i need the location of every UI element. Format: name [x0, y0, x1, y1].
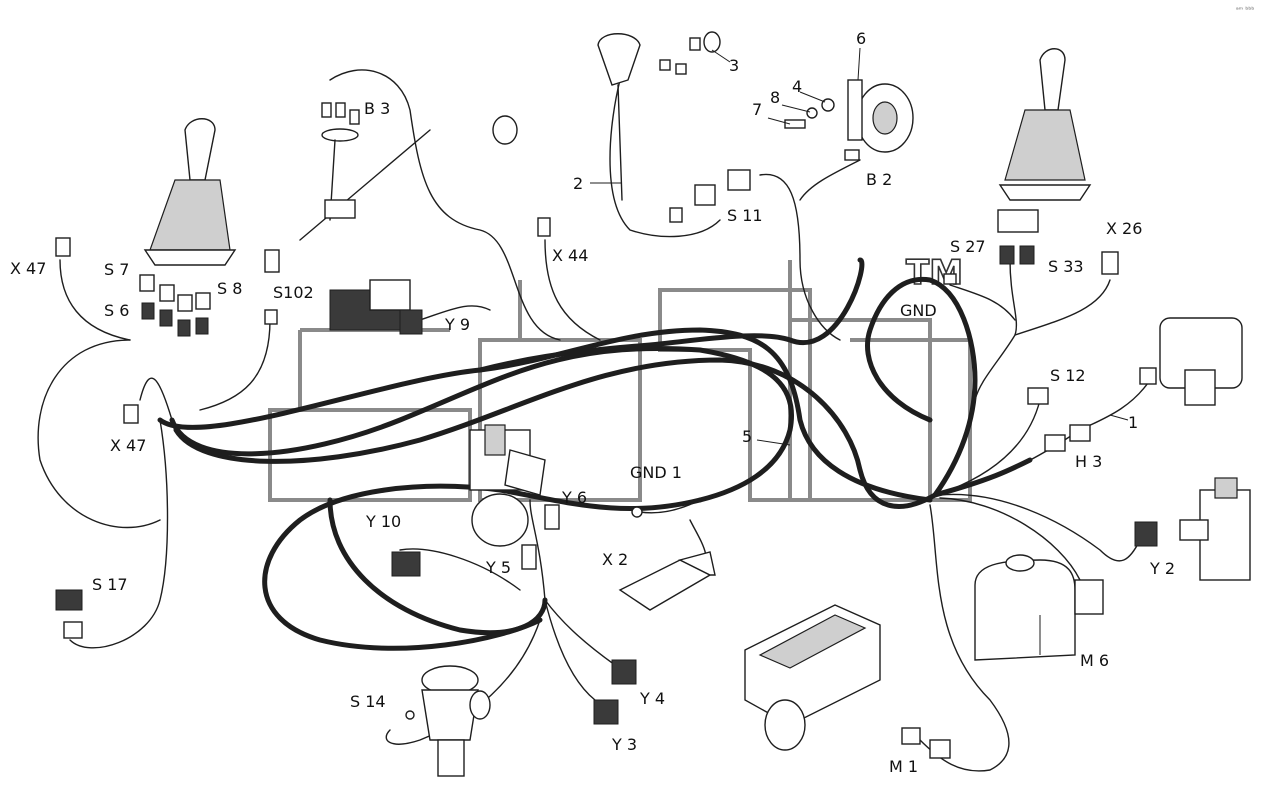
label-gnd1: GND 1 [630, 463, 682, 482]
x26-connector [1101, 251, 1119, 275]
label-1: 1 [1128, 413, 1138, 432]
label-b3: B 3 [364, 99, 390, 118]
tank-m6 [974, 554, 1104, 661]
label-x44: X 44 [552, 246, 588, 265]
label-6: 6 [856, 29, 866, 48]
s12-connector [1027, 387, 1049, 405]
label-5: 5 [742, 427, 752, 446]
label-m1: M 1 [889, 757, 918, 776]
label-gnd: GND [900, 301, 937, 320]
float-switch-b3 [321, 102, 518, 221]
label-4: 4 [792, 77, 802, 96]
label-7: 7 [752, 100, 762, 119]
s102-switch [264, 249, 280, 273]
label-x47-mid: X 47 [110, 436, 146, 455]
label-s102: S102 [273, 283, 314, 302]
h3-connector [1044, 434, 1066, 452]
label-x47-top: X 47 [10, 259, 46, 278]
joystick-left [55, 118, 237, 424]
label-s17: S 17 [92, 575, 128, 594]
plug-x2 [618, 506, 716, 611]
corner-mark: ᵃᵐ ᵇᵇᵇ [1236, 6, 1254, 14]
label-s33: S 33 [1048, 257, 1084, 276]
label-y10: Y 10 [365, 512, 401, 531]
label-y2: Y 2 [1149, 559, 1175, 578]
branch-wires [37, 69, 1151, 772]
label-3: 3 [729, 56, 739, 75]
label-y4: Y 4 [639, 689, 665, 708]
label-s6: S 6 [104, 301, 129, 320]
leader-lines [590, 47, 1129, 446]
valve-y10-y5 [469, 424, 560, 570]
x47-top-connector [55, 237, 71, 257]
label-y3: Y 3 [611, 735, 637, 754]
label-s14: S 14 [350, 692, 386, 711]
label-s12: S 12 [1050, 366, 1086, 385]
label-m6: M 6 [1080, 651, 1109, 670]
valve-y2 [1134, 477, 1251, 581]
label-s27: S 27 [950, 237, 986, 256]
label-2: 2 [573, 174, 583, 193]
label-s7: S 7 [104, 260, 129, 279]
pressure-switch-s14 [405, 665, 491, 777]
valve-block-y9 [264, 249, 423, 335]
gear-lever [597, 31, 751, 223]
label-8: 8 [770, 88, 780, 107]
x47-mid-connector [123, 404, 139, 424]
label-b2: B 2 [866, 170, 892, 189]
label-x2: X 2 [602, 550, 628, 569]
joystick-right [997, 48, 1119, 275]
label-x26: X 26 [1106, 219, 1142, 238]
x44-connector [537, 217, 551, 237]
label-y5: Y 5 [485, 558, 511, 577]
connectors-upper [537, 217, 957, 285]
label-s11: S 11 [727, 206, 763, 225]
label-y9: Y 9 [444, 315, 470, 334]
label-h3: H 3 [1075, 452, 1102, 471]
heater-m1 [744, 604, 951, 759]
control-box [1027, 317, 1243, 452]
label-s8: S 8 [217, 279, 242, 298]
horn-b2 [784, 79, 914, 161]
switch-s17 [55, 589, 83, 639]
coils [391, 551, 637, 725]
label-y6: Y 6 [561, 488, 587, 507]
labels: 1 2 3 4 5 6 7 8 B 3 B 2 S 11 S 27 S 33 X… [10, 6, 1254, 776]
